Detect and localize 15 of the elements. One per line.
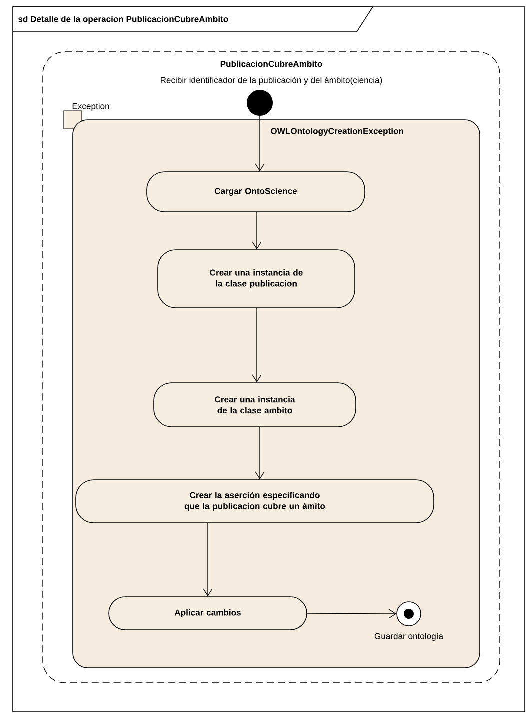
- node-label: Guardar ontología: [374, 632, 444, 642]
- arrow: [252, 308, 262, 383]
- action-box: Crear una instancia de la clase publicacion: [158, 250, 356, 308]
- action-box: Aplicar cambios: [108, 596, 308, 630]
- arrow: [203, 523, 213, 597]
- arrow: [255, 427, 265, 480]
- action-box: Crear la aserción especificando que la publicacion cubre un ámito: [76, 480, 434, 524]
- action-box: Cargar OntoScience: [146, 172, 366, 212]
- final-node: [396, 602, 422, 626]
- pin-label: Exception: [72, 103, 110, 111]
- action-box: Crear una instancia de la clase ambito: [154, 382, 356, 428]
- arrow: [307, 609, 397, 619]
- arrow: [255, 116, 265, 172]
- arrow: [252, 212, 262, 250]
- initial-node: [247, 90, 273, 116]
